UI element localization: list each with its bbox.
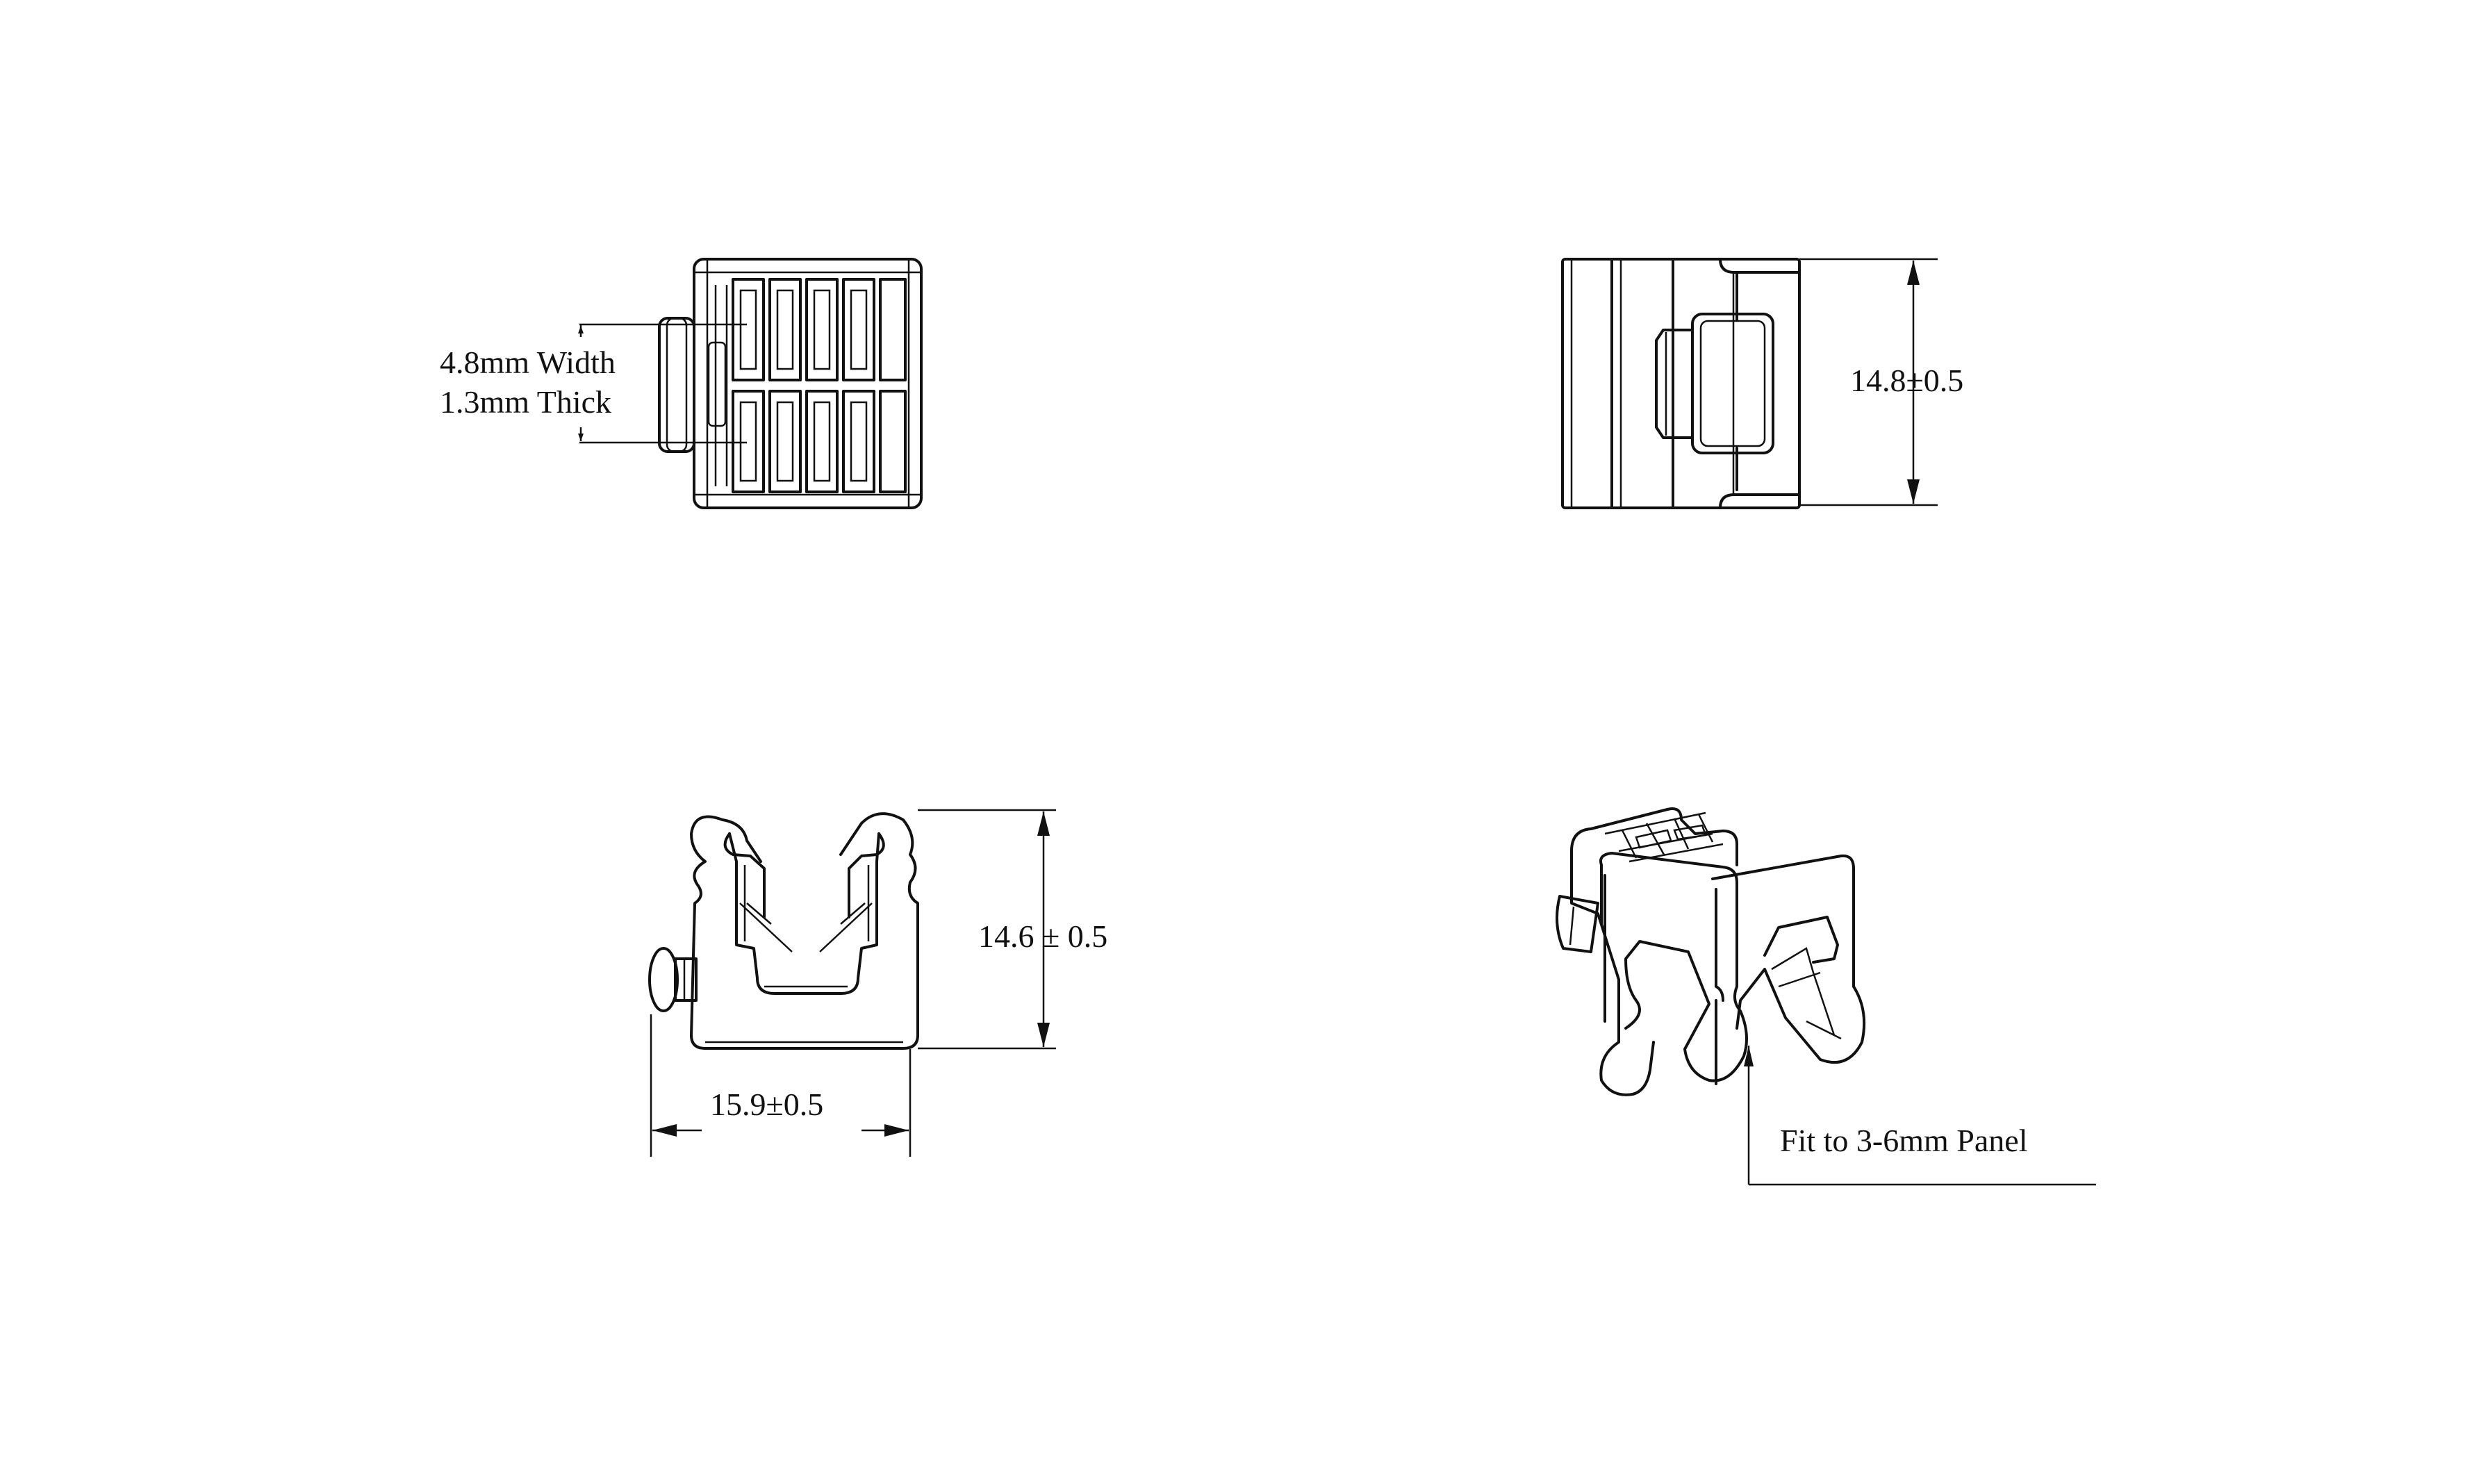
iso-grid-top bbox=[1604, 811, 1724, 863]
front-height-dimension: 14.6 ± 0.5 bbox=[978, 918, 1107, 954]
panel-fit-callout: Fit to 3-6mm Panel bbox=[1780, 1123, 2028, 1158]
front-profile-view: 14.6 ± 0.5 15.9±0.5 bbox=[648, 809, 1107, 1157]
top-view-grid-face: 4.8mm Width 1.3mm Thick bbox=[440, 258, 923, 509]
tab-width-label: 4.8mm Width bbox=[440, 345, 616, 380]
side-view: 14.8±0.5 bbox=[1561, 258, 1963, 509]
side-tab bbox=[658, 317, 727, 453]
tab-thickness-label: 1.3mm Thick bbox=[440, 384, 611, 420]
grid-cells bbox=[732, 278, 907, 493]
front-width-dimension: 15.9±0.5 bbox=[710, 1087, 823, 1122]
side-height-dimension: 14.8±0.5 bbox=[1850, 363, 1963, 398]
isometric-view: Fit to 3-6mm Panel bbox=[1556, 807, 2096, 1186]
